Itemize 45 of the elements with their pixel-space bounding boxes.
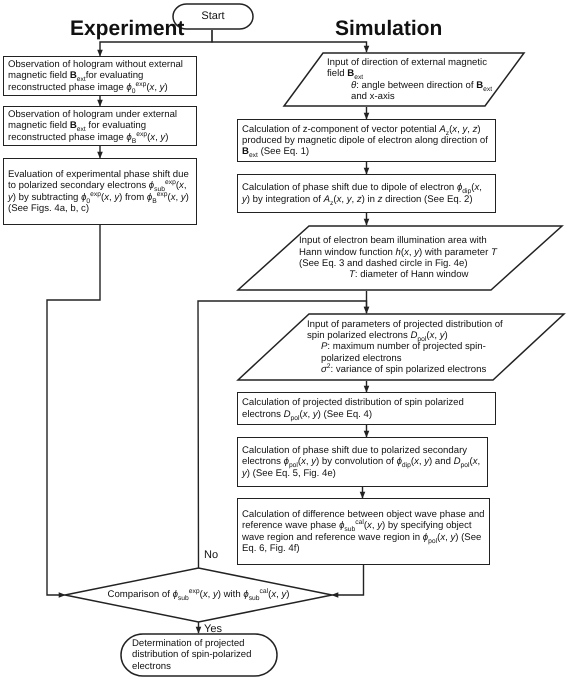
arrow: [97, 96, 103, 107]
arrow: [360, 487, 366, 499]
arrow: [364, 381, 370, 393]
node-text: θ: angle between direction of B$_{ext}$ and x-axis: [350, 80, 494, 102]
node-text: Observation of hologram under external magnetic field B$_{ext}$ for evaluating reconstructed phase image ϕ$_{B}$$^{exp}$(x, y): [8, 109, 178, 143]
column-heading: Experiment: [70, 17, 184, 41]
node-text: σ$^{2}$: variance of spin polarized electrons: [320, 364, 488, 376]
process-box: [237, 392, 496, 425]
decision-diamond: [65, 568, 332, 622]
input-parallelogram: [237, 225, 563, 291]
arrow: [211, 30, 370, 53]
arrow: [196, 622, 202, 634]
process-box: [237, 437, 488, 487]
node-text: Input of electron beam illumination area with Hann window function h(x, y) with parameter T (See Eq. 3 and dashed circle in Fig. 4e): [299, 235, 497, 270]
arrow: [197, 300, 370, 568]
process-box: [237, 498, 490, 565]
node-text: Evaluation of experimental phase shift due to polarized secondary electrons ϕ$_{sub}$$^{exp}$(x, y) by subtracting ϕ$_{0}$$^{exp}$(x, y) from ϕ$_{B}$$^{exp}$(x, y) (See Figs. 4a, b, c): [8, 168, 190, 214]
node-text: T: diameter of Hann window: [348, 269, 470, 281]
node-text: Calculation of projected distribution of spin polarized electrons D$_{pol}$(x, y) (See Eq. 4): [242, 397, 465, 420]
arrow: [364, 162, 370, 175]
node-text: Determination of projected distribution of spin-polarized electrons: [132, 638, 252, 672]
arrow: [46, 225, 101, 598]
arrow: [97, 146, 103, 159]
process-box: [3, 56, 197, 96]
column-heading: Simulation: [335, 17, 442, 41]
edge-label: Yes: [204, 623, 222, 635]
node-text: Input of parameters of projected distribution of spin polarized electrons D$_{pol}$(x, y): [307, 318, 504, 342]
input-parallelogram: [237, 313, 565, 381]
node-text: Comparison of ϕ$_{sub}$$^{exp}$(x, y) with ϕ$_{sub}$$^{cal}$(x, y): [106, 589, 290, 601]
arrow: [331, 565, 364, 598]
node-text: Calculation of phase shift due to polarized secondary electrons ϕ$_{pol}$(x, y) by convolution of ϕ$_{dip}$(x, y) and D$_{pol}$(x, y) (See Eq. 5, Fig. 4e): [242, 445, 482, 479]
node-text: Calculation of difference between object wave phase and reference wave phase ϕ$_{sub}$$^{cal}$(x, y) by specifying object wave region and reference wave region in ϕ$_{pol}$(x, y) (See Eq. 6, Fig. 4f): [242, 508, 485, 554]
arrow: [364, 213, 370, 226]
node-text: Start: [200, 10, 226, 23]
input-parallelogram: [283, 52, 525, 107]
node-text: Observation of hologram without external magnetic field B$_{ext}$for evaluating reconstructed phase image ϕ$_{0}$$^{exp}$(x, y): [8, 59, 184, 93]
process-box: [3, 158, 197, 225]
process-box: [3, 106, 197, 146]
edge-label: No: [204, 549, 218, 561]
node-text: Calculation of phase shift due to dipole of electron ϕ$_{dip}$(x, y) by integration of A$_{z}$(x, y, z) in z direction (See Eq. 2): [242, 182, 483, 205]
arrow: [364, 107, 370, 120]
process-box: [237, 174, 496, 213]
node-text: Calculation of z-component of vector potential A$_{z}$(x, y, z) produced by magnetic dipole of electron along direction of B$_{ext}$ (See Eq. 1): [242, 124, 489, 158]
arrow: [364, 425, 370, 438]
process-box: [237, 119, 496, 162]
